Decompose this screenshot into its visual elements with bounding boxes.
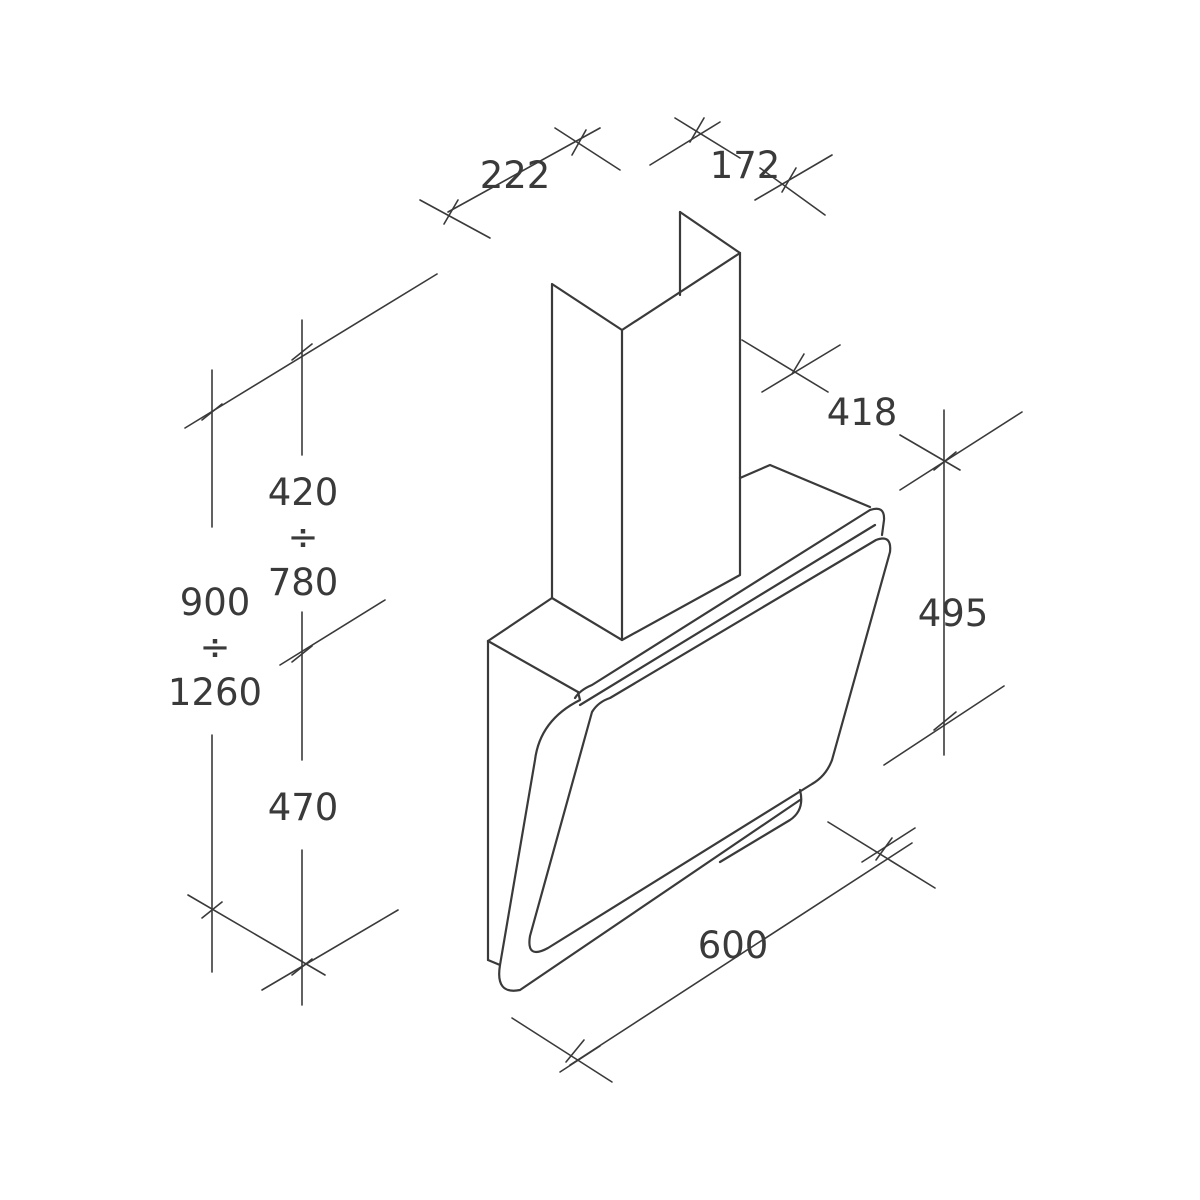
- label-hood-depth: 418: [827, 391, 898, 434]
- dim-600-ext-right: [827, 821, 936, 889]
- label-body-height: 470: [268, 786, 339, 829]
- dim-470-tick-bottom: [291, 958, 313, 976]
- dim-222-tick-right: [571, 129, 587, 156]
- glass-panel-front: [578, 523, 877, 707]
- dim-600-tick-left: [565, 1039, 585, 1063]
- dim-600-right-seg: [861, 827, 916, 863]
- dim-418-line: [761, 344, 841, 393]
- dim-222-ext-left: [419, 199, 491, 239]
- dim-900-tick-top: [201, 403, 223, 421]
- dim-900-ext-top: [184, 273, 438, 429]
- dim-420-tick-mid: [291, 645, 313, 663]
- body-top-right: [738, 463, 872, 509]
- dim-418-ext-2: [899, 434, 961, 471]
- body-bottom: [486, 958, 502, 967]
- dim-172-line: [649, 121, 721, 166]
- dim-420-tick-top: [291, 343, 313, 361]
- glass-panel-outer-2: [498, 690, 802, 992]
- label-glass-height: 495: [918, 592, 989, 635]
- hood-outline: [486, 210, 892, 992]
- label-chimney-depth: 172: [710, 144, 781, 187]
- dimension-lines: [184, 117, 1023, 1083]
- label-chimney-width: 222: [480, 154, 551, 197]
- label-total-height-max: 1260: [168, 671, 262, 714]
- dim-600-line-2: [559, 1045, 601, 1073]
- dimension-labels: 222 172 418 495 600 900 ÷ 1260 420 ÷ 780…: [168, 144, 988, 967]
- label-chimney-height-min: 420: [268, 471, 339, 514]
- dim-900-tick-bottom: [201, 901, 223, 919]
- body-front-face: [486, 639, 580, 694]
- chimney-side-panel: [620, 251, 742, 642]
- dim-172-tick-right: [781, 167, 797, 193]
- label-total-height-min: 900: [180, 581, 251, 624]
- dim-418-tick: [791, 353, 805, 375]
- chimney-back-edge: [678, 210, 742, 255]
- dim-172-line-right: [754, 154, 833, 201]
- dim-495-tick-bottom: [933, 711, 957, 731]
- dim-222-tick-left: [443, 199, 459, 225]
- label-chimney-height-max: 780: [268, 561, 339, 604]
- dim-600-ext-left: [511, 1017, 613, 1083]
- dim-418-ext: [741, 339, 829, 393]
- dim-420-ext-mid: [279, 599, 386, 666]
- dim-495-tick-top: [933, 451, 957, 471]
- dim-222-line: [447, 127, 601, 213]
- dim-600-line: [569, 842, 913, 1066]
- label-chimney-height-sep: ÷: [287, 516, 318, 559]
- label-total-height-sep: ÷: [199, 626, 230, 669]
- label-hood-width: 600: [698, 924, 769, 967]
- chimney-front-panel: [550, 282, 624, 642]
- dim-172-ext-right: [759, 167, 826, 216]
- dim-172-tick-left: [689, 117, 705, 143]
- body-lower-curve: [718, 788, 803, 864]
- dim-600-tick-right: [875, 837, 893, 861]
- dim-222-ext-right: [554, 127, 621, 171]
- dim-470-ext-bottom: [261, 909, 399, 991]
- dim-495-ext-top: [899, 411, 1023, 491]
- dim-495-ext-bottom: [883, 685, 1005, 766]
- dim-172-ext-left: [674, 117, 741, 159]
- dim-900-ext-bottom: [187, 894, 326, 976]
- glass-panel-inner: [528, 537, 892, 954]
- body-top: [486, 596, 554, 643]
